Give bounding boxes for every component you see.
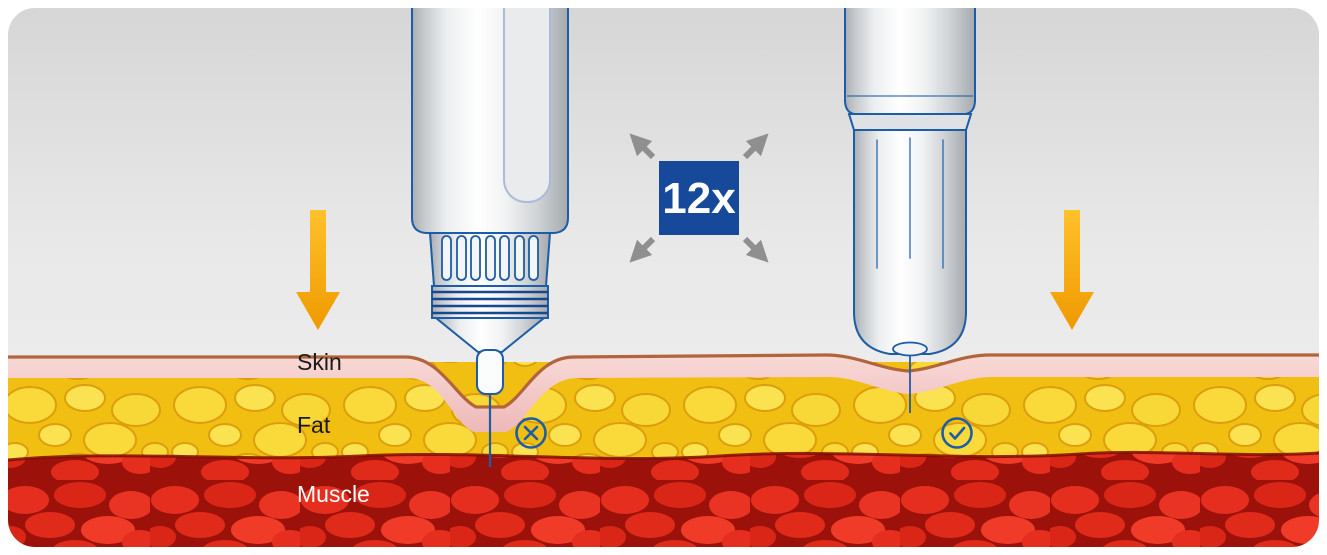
muscle-top-edge [8,450,1319,462]
muscle-layer [8,452,1319,547]
pen-cone-left [433,317,547,353]
muscle-label: Muscle [297,481,370,507]
needle-hub-left [476,349,504,395]
injection-pen-correct [844,8,976,357]
pen-thread-band-left [431,285,549,319]
pen-body-right [844,8,976,115]
magnification-box [659,161,739,235]
down-arrow-icon-left [296,210,340,330]
pen-barrel-mold-lines-right [876,137,944,269]
skin-top-edge [8,353,1319,409]
skin-label: Skin [297,349,342,375]
tissue-layers [8,353,1319,547]
injection-pen-incorrect [411,8,569,395]
magnification-badge: 12x [629,133,769,263]
pen-grip-ribs-left [441,235,539,281]
expand-arrows-icon [629,133,769,263]
pen-collar-right [847,113,973,131]
magnification-label: 12x [662,174,736,223]
down-arrow-icon-right [1050,210,1094,330]
cross-circle-icon [515,417,547,449]
skin-layer [8,355,1319,432]
check-circle-icon [941,417,973,449]
pen-outlet-right [892,341,928,357]
fat-label: Fat [297,412,331,438]
pen-thread-lines-left [432,290,548,315]
pen-label-window-left [503,8,551,203]
